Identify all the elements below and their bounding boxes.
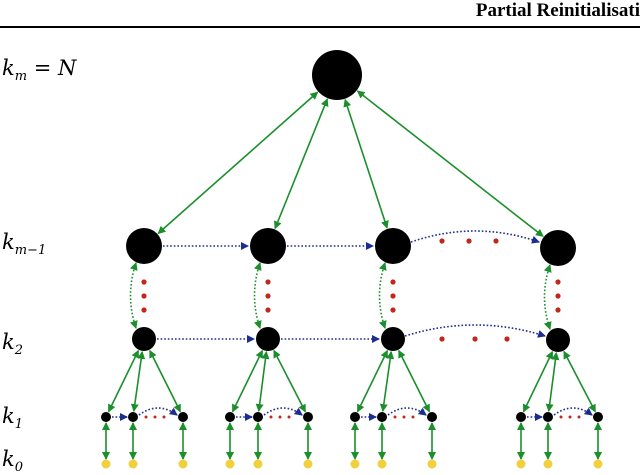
k1-ellipsis-dot-4-2 xyxy=(568,415,572,419)
node-k1-3-3 xyxy=(427,412,437,422)
edge-k2-to-k1-3-3 xyxy=(398,349,431,413)
node-k2-2 xyxy=(256,327,280,351)
node-k1-1-2 xyxy=(128,412,138,422)
leaf-k0-3-3 xyxy=(427,459,437,469)
node-k1-1-3 xyxy=(178,412,188,422)
lateral-arrow-k1-4-2 xyxy=(553,407,593,416)
leaf-k0-4-1 xyxy=(516,459,526,469)
horizontal-ellipsis-dot-k2-3 xyxy=(504,336,510,342)
node-k1-2-3 xyxy=(303,412,313,422)
k1-ellipsis-dot-3-1 xyxy=(393,415,397,419)
horizontal-ellipsis-dot-k2-1 xyxy=(439,336,445,342)
horizontal-ellipsis-dot-k2-2 xyxy=(472,336,478,342)
node-k1-2-1 xyxy=(225,412,235,422)
node-k1-4-2 xyxy=(543,412,553,422)
edge-k2-to-k1-4-1 xyxy=(522,350,554,413)
vertical-ellipsis-dot-2-2 xyxy=(265,293,271,299)
leaf-k0-2-3 xyxy=(303,459,313,469)
k1-ellipsis-dot-3-2 xyxy=(402,415,406,419)
level-label-k0: k0 xyxy=(2,447,24,475)
edge-k2-to-k1-2-1 xyxy=(231,349,264,413)
vertical-ellipsis-dot-4-2 xyxy=(555,293,561,299)
leaf-k0-1-1 xyxy=(101,459,111,469)
level-label-k2: k2 xyxy=(2,330,24,359)
leaf-k0-2-1 xyxy=(225,459,235,469)
leaf-k0-4-2 xyxy=(543,459,553,469)
vertical-ellipsis-dot-1-3 xyxy=(141,307,147,313)
node-k2-4 xyxy=(546,328,570,352)
k1-ellipsis-dot-1-2 xyxy=(153,415,157,419)
lateral-arrow-k1-3-2 xyxy=(387,407,427,416)
edge-k2-to-k1-3-2 xyxy=(379,350,395,413)
edge-k2-to-k1-2-2 xyxy=(255,350,270,413)
vertical-ellipsis-dot-1-1 xyxy=(141,279,147,285)
edge-top-to-km1-4 xyxy=(356,90,544,237)
lateral-arrow-k2-3 xyxy=(404,324,546,338)
lateral-arrow-km1-3 xyxy=(410,230,540,244)
edge-top-to-km1-1 xyxy=(157,91,319,235)
k1-ellipsis-dot-3-3 xyxy=(411,415,415,419)
vertical-dotted-arrow-2 xyxy=(253,262,262,329)
lateral-arrow-k1-1-2 xyxy=(138,407,178,416)
root-node xyxy=(312,50,362,100)
node-k1-3-2 xyxy=(377,412,387,422)
leaf-k0-1-3 xyxy=(178,459,188,469)
vertical-ellipsis-dot-3-3 xyxy=(390,307,396,313)
k1-ellipsis-dot-4-3 xyxy=(577,415,581,419)
node-k1-2-2 xyxy=(253,412,263,422)
edge-k2-to-k1-3-1 xyxy=(356,349,389,413)
lateral-arrow-k1-2-2 xyxy=(263,407,303,416)
k1-ellipsis-dot-1-1 xyxy=(144,415,148,419)
vertical-ellipsis-dot-4-1 xyxy=(555,279,561,285)
vertical-ellipsis-dot-1-2 xyxy=(141,293,147,299)
level-label-km: km = N xyxy=(2,56,77,85)
header-rule xyxy=(0,26,640,28)
vertical-dotted-arrow-3 xyxy=(378,262,387,329)
vertical-ellipsis-dot-3-2 xyxy=(390,293,396,299)
edge-k2-to-k1-4-3 xyxy=(563,350,596,413)
vertical-ellipsis-dot-3-1 xyxy=(390,279,396,285)
level-label-k1: k1 xyxy=(2,404,24,433)
horizontal-ellipsis-dot-km1-2 xyxy=(466,238,472,244)
node-k1-1-1 xyxy=(101,412,111,422)
node-k1-4-1 xyxy=(516,412,526,422)
node-km1-4 xyxy=(540,230,576,266)
leaf-k0-3-1 xyxy=(350,459,360,469)
k1-ellipsis-dot-2-3 xyxy=(287,415,291,419)
horizontal-ellipsis-dot-km1-1 xyxy=(439,238,445,244)
vertical-ellipsis-dot-2-1 xyxy=(265,279,271,285)
horizontal-ellipsis-dot-km1-3 xyxy=(493,238,499,244)
leaf-k0-2-2 xyxy=(253,459,263,469)
level-label-km-minus-1: km−1 xyxy=(2,230,47,259)
k1-ellipsis-dot-2-1 xyxy=(269,415,273,419)
node-km1-2 xyxy=(250,228,286,264)
edge-k2-to-k1-1-2 xyxy=(130,350,146,413)
edge-k2-to-k1-1-3 xyxy=(149,349,182,413)
k1-ellipsis-dot-1-3 xyxy=(162,415,166,419)
edge-k2-to-k1-2-3 xyxy=(273,349,306,413)
k1-ellipsis-dot-2-2 xyxy=(278,415,282,419)
leaf-k0-3-2 xyxy=(377,459,387,469)
edge-k2-to-k1-4-2 xyxy=(545,351,560,413)
vertical-dotted-arrow-4 xyxy=(543,264,552,330)
edge-top-to-km1-3 xyxy=(343,98,389,229)
node-km1-1 xyxy=(126,228,162,264)
node-k1-3-1 xyxy=(350,412,360,422)
edge-top-to-km1-2 xyxy=(274,98,329,230)
leaf-k0-4-3 xyxy=(593,459,603,469)
node-k2-3 xyxy=(381,327,405,351)
k1-ellipsis-dot-4-1 xyxy=(559,415,563,419)
node-k2-1 xyxy=(132,327,156,351)
vertical-ellipsis-dot-4-3 xyxy=(555,307,561,313)
node-km1-3 xyxy=(375,228,411,264)
leaf-k0-1-2 xyxy=(128,459,138,469)
node-k1-4-3 xyxy=(593,412,603,422)
vertical-dotted-arrow-1 xyxy=(129,262,138,329)
edge-k2-to-k1-1-1 xyxy=(107,349,140,413)
page-header-title: Partial Reinitialisati xyxy=(475,0,640,21)
vertical-ellipsis-dot-2-3 xyxy=(265,307,271,313)
